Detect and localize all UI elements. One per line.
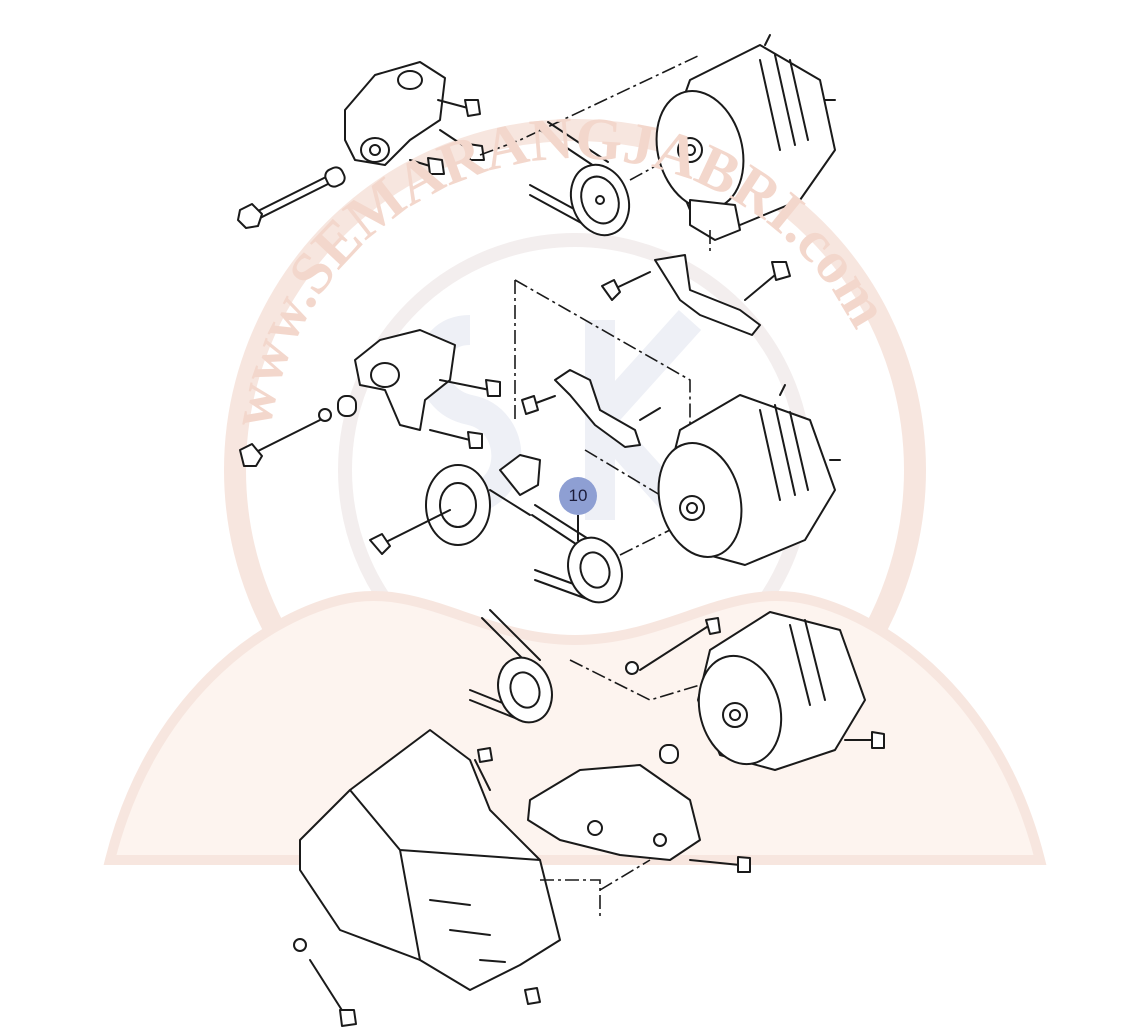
middle-alternator-assembly	[239, 279, 841, 604]
callout-badge-10[interactable]: 10	[559, 477, 597, 515]
top-alternator-assembly	[237, 34, 836, 336]
bottom-alternator-assembly	[293, 609, 885, 1027]
callout-leader-line	[577, 515, 579, 541]
